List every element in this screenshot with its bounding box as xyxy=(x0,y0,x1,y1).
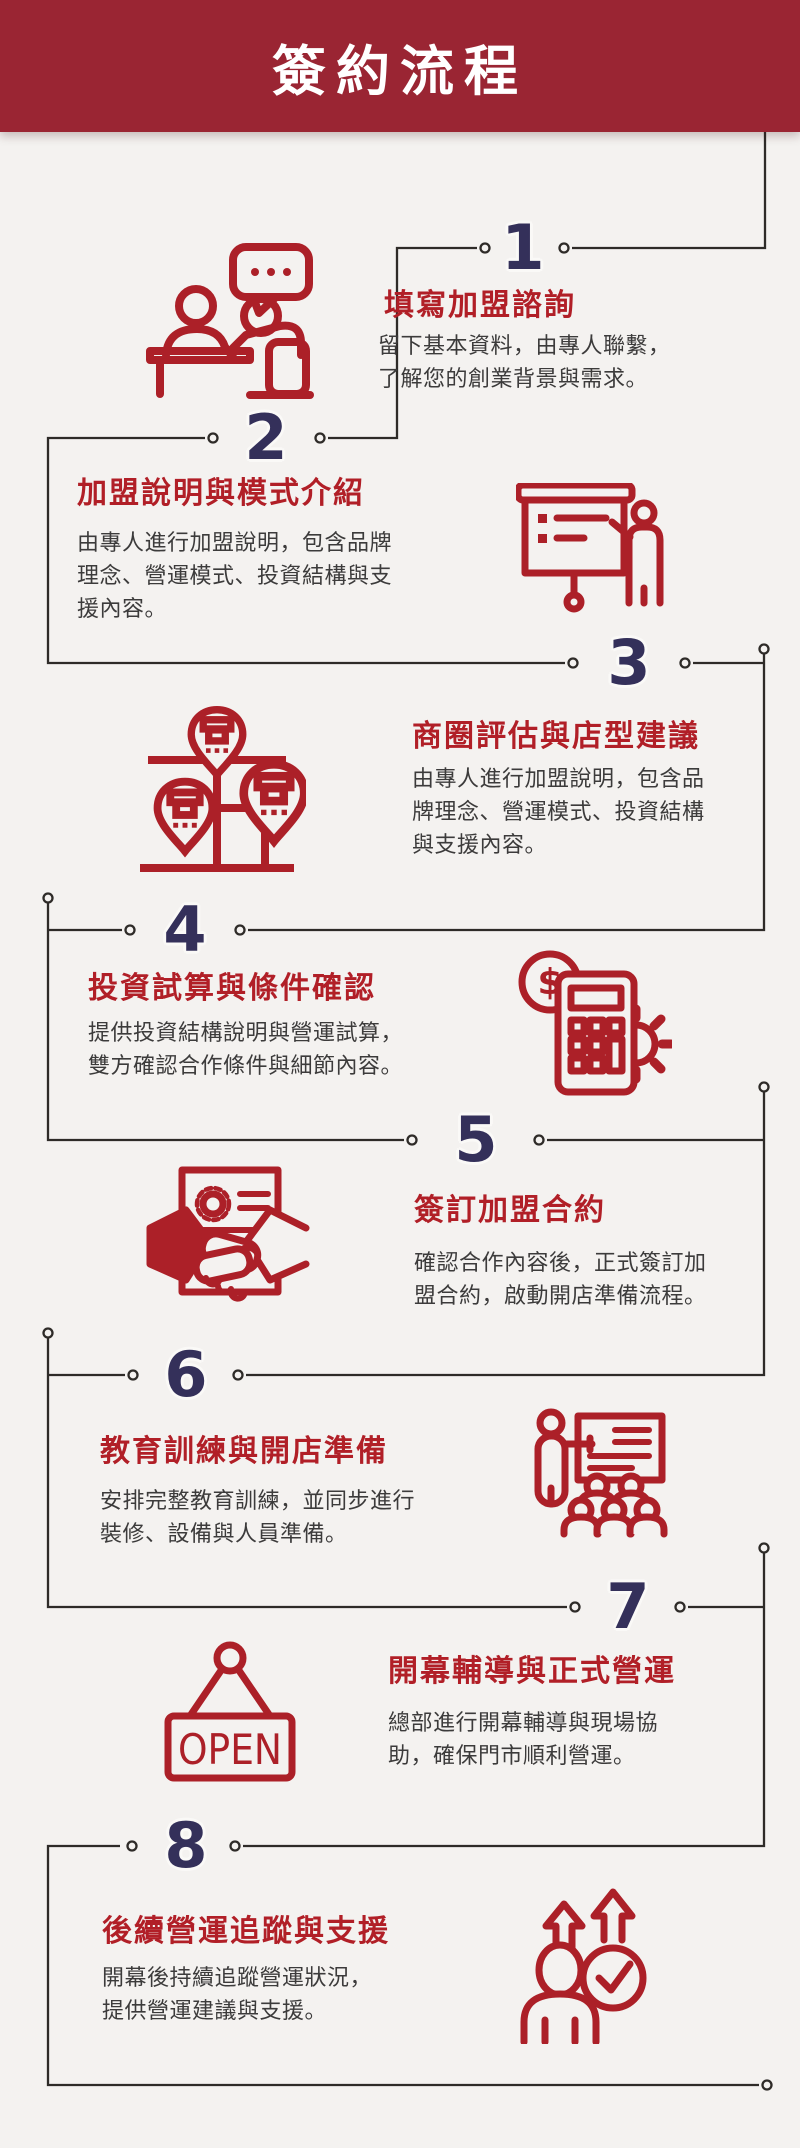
desc-line: 由專人進行加盟說明，包含品牌 xyxy=(77,531,393,556)
step-5-number: 5 xyxy=(454,1103,498,1176)
desc-line: 援內容。 xyxy=(77,597,168,622)
connector-node-dots xyxy=(42,242,773,2091)
step-8-title: 後續營運追蹤與支援 xyxy=(102,1914,390,1949)
desc-line: 了解您的創業背景與需求。 xyxy=(378,367,649,392)
desc-line: 提供營運建議與支援。 xyxy=(102,1999,328,2024)
page-title: 簽約流程 xyxy=(272,39,528,103)
step-2-description: 由專人進行加盟說明，包含品牌 理念、營運模式、投資結構與支 援內容。 xyxy=(77,527,392,626)
desc-line: 裝修、設備與人員準備。 xyxy=(100,1522,348,1547)
step-5-description: 確認合作內容後，正式簽訂加 盟合約，啟動開店準備流程。 xyxy=(414,1247,707,1313)
connector-path xyxy=(46,131,767,2087)
desc-line: 理念、營運模式、投資結構與支 xyxy=(77,564,393,589)
desc-line: 牌理念、營運模式、投資結構 xyxy=(412,800,705,825)
open-sign-icon: OPEN xyxy=(156,1640,308,1792)
desc-line: 開幕後持續追蹤營運狀況， xyxy=(102,1966,373,1991)
training-icon xyxy=(518,1408,668,1556)
desc-line: 提供投資結構說明與營運試算， xyxy=(88,1021,404,1046)
step-1-description: 留下基本資料，由專人聯繫， 了解您的創業背景與需求。 xyxy=(378,330,671,396)
step-8-number: 8 xyxy=(164,1809,208,1882)
step-8-description: 開幕後持續追蹤營運狀況， 提供營運建議與支援。 xyxy=(102,1962,372,2028)
step-6-number: 6 xyxy=(164,1338,208,1411)
step-3-number: 3 xyxy=(607,626,651,699)
desc-line: 與支援內容。 xyxy=(412,833,548,858)
store-location-map-icon xyxy=(128,696,306,882)
desc-line: 盟合約，啟動開店準備流程。 xyxy=(414,1284,707,1309)
desc-line: 助，確保門市順利營運。 xyxy=(388,1744,636,1769)
step-2-title: 加盟說明與模式介紹 xyxy=(77,476,365,511)
step-7-title: 開幕輔導與正式營運 xyxy=(388,1654,676,1689)
desc-line: 由專人進行加盟說明，包含品 xyxy=(412,767,705,792)
desc-line: 總部進行開幕輔導與現場協 xyxy=(388,1711,659,1736)
step-4-title: 投資試算與條件確認 xyxy=(88,971,376,1006)
step-7-description: 總部進行開幕輔導與現場協 助，確保門市順利營運。 xyxy=(388,1707,658,1773)
step-1-number: 1 xyxy=(501,211,545,284)
desc-line: 雙方確認合作條件與細節內容。 xyxy=(88,1054,404,1079)
step-5-title: 簽訂加盟合約 xyxy=(414,1193,606,1228)
step-4-number: 4 xyxy=(163,893,207,966)
investment-calculator-icon: $ xyxy=(514,948,672,1104)
desc-line: 確認合作內容後，正式簽訂加 xyxy=(414,1251,707,1276)
step-6-description: 安排完整教育訓練，並同步進行 裝修、設備與人員準備。 xyxy=(100,1485,415,1551)
open-sign-text: OPEN xyxy=(178,1725,282,1774)
step-1-title: 填寫加盟諮詢 xyxy=(384,288,576,323)
consultation-icon xyxy=(140,243,315,405)
contract-handshake-icon xyxy=(146,1166,310,1324)
step-3-description: 由專人進行加盟說明，包含品 牌理念、營運模式、投資結構 與支援內容。 xyxy=(412,763,705,862)
growth-support-icon xyxy=(518,1884,652,2044)
step-7-number: 7 xyxy=(606,1570,650,1643)
step-6-title: 教育訓練與開店準備 xyxy=(100,1434,388,1469)
step-3-title: 商圈評估與店型建議 xyxy=(412,719,700,754)
desc-line: 留下基本資料，由專人聯繫， xyxy=(378,334,671,359)
header-banner: 簽約流程 xyxy=(0,0,800,132)
desc-line: 安排完整教育訓練，並同步進行 xyxy=(100,1489,416,1514)
step-2-number: 2 xyxy=(244,401,288,474)
presentation-icon xyxy=(516,483,666,625)
step-4-description: 提供投資結構說明與營運試算， 雙方確認合作條件與細節內容。 xyxy=(88,1017,403,1083)
